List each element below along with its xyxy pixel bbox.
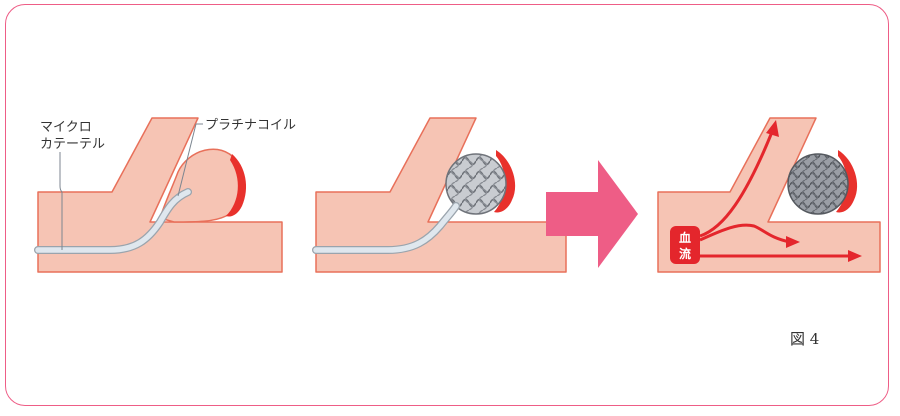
label-platinum-coil: プラチナコイル [205, 118, 296, 133]
label-microcatheter-line2: カテーテル [40, 137, 105, 152]
panel-before-coiling: マイクロ カテーテル プラチナコイル [38, 118, 296, 272]
coil-mass-3 [788, 154, 848, 214]
figure-caption: 図 4 [790, 328, 819, 349]
panel-coil-placed [316, 118, 566, 272]
label-microcatheter-line1: マイクロ [40, 120, 92, 135]
panel-after-coiling: 血 流 [658, 118, 880, 272]
label-blood-flow-char2: 流 [679, 246, 691, 261]
label-blood-flow-char1: 血 [679, 230, 691, 245]
